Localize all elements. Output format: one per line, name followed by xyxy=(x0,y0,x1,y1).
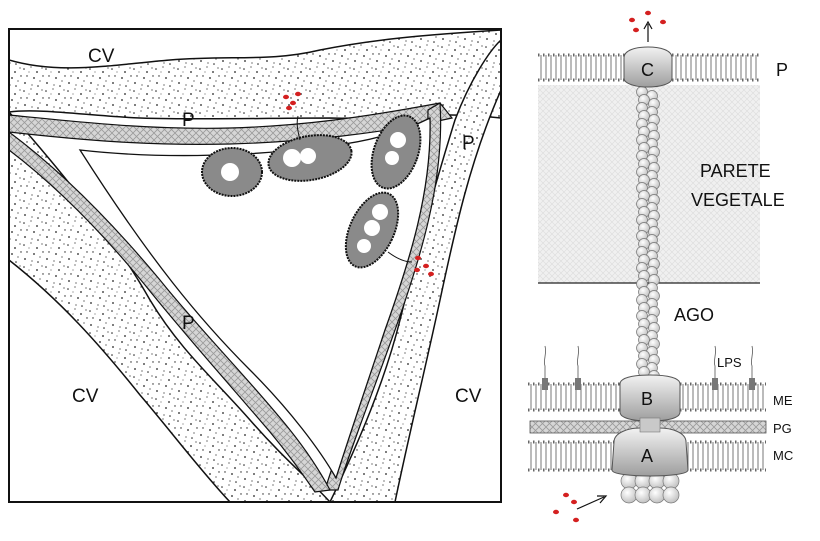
inner-membrane xyxy=(528,440,766,472)
label-pg: PG xyxy=(773,421,792,436)
bacterium-3 xyxy=(370,114,422,190)
pilus-right xyxy=(387,251,413,263)
export-arrow xyxy=(643,20,653,42)
label-cv-top: CV xyxy=(88,46,115,67)
pilus-shaft xyxy=(636,86,660,382)
right-panel: C B A P PARETE VEGETALE AGO LPS ME PG MC xyxy=(528,10,793,523)
label-lps: LPS xyxy=(717,355,742,370)
effector-dots-exported xyxy=(629,10,666,33)
bacterium-1 xyxy=(201,147,263,197)
label-wall-line2: VEGETALE xyxy=(691,190,785,210)
primary-wall-left xyxy=(9,131,331,493)
label-c: C xyxy=(641,60,654,80)
label-ago: AGO xyxy=(674,305,714,325)
pore-complex-b xyxy=(619,374,681,422)
label-p-right: P xyxy=(462,133,475,154)
label-cv-left: CV xyxy=(72,386,99,407)
pore-complex-c xyxy=(623,46,673,88)
pore-neck xyxy=(639,417,661,433)
pilus-top xyxy=(296,115,301,141)
label-wall-line1: PARETE xyxy=(700,161,771,181)
label-p: P xyxy=(776,60,788,80)
effector-dots-cytoplasm xyxy=(553,492,579,523)
pore-complex-a xyxy=(611,427,689,477)
label-mc: MC xyxy=(773,448,793,463)
primary-wall-top xyxy=(9,102,454,145)
outer-membrane xyxy=(528,345,766,412)
cell-wall-top xyxy=(9,29,501,120)
uptake-arrow xyxy=(576,495,608,510)
label-p-top: P xyxy=(182,110,195,131)
bacterium-4 xyxy=(344,191,400,269)
atpase-cluster xyxy=(620,472,680,504)
label-me: ME xyxy=(773,393,793,408)
effector-dots-right xyxy=(414,255,434,277)
left-panel: CV CV CV P P P xyxy=(9,29,501,502)
label-b: B xyxy=(641,389,653,409)
left-panel-frame xyxy=(8,28,502,503)
label-a: A xyxy=(641,446,653,466)
lps-chains xyxy=(544,345,753,384)
effector-dots-top xyxy=(283,91,301,111)
label-p-left: P xyxy=(182,313,195,334)
bacterium-2 xyxy=(267,134,353,182)
label-cv-right: CV xyxy=(455,386,482,407)
